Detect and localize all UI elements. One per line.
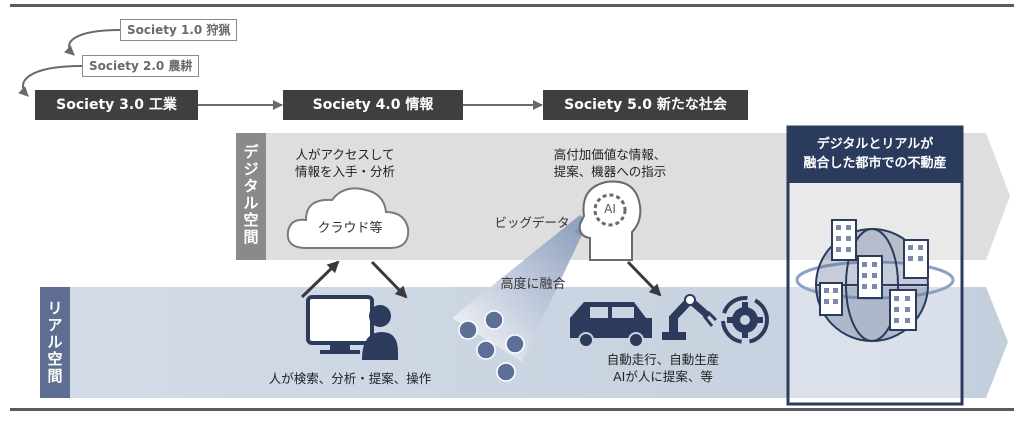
bottom-rule (10, 408, 1014, 411)
connector-1-to-2 (64, 29, 121, 56)
automation-line-1: 自動走行、自動生産 (606, 352, 720, 367)
society-3-box: Society 3.0 工業 (35, 90, 198, 120)
real-label-strip (40, 287, 70, 398)
access-text: 人がアクセスして 情報を入手・分析 (275, 146, 415, 180)
gear-cycle-icon (721, 296, 769, 344)
computer-user-icon (306, 295, 398, 360)
human-action-text: 人が検索、分析・提案、操作 (268, 371, 432, 386)
society-2-box: Society 2.0 農耕 (82, 55, 200, 77)
arrow-cloud-to-user (370, 260, 408, 299)
arrow-user-to-cloud (300, 260, 340, 299)
future-city-title-line-2: 融合した都市での不動産 (803, 156, 947, 171)
society-4-box: Society 4.0 情報 (283, 90, 463, 120)
fusion-label: 高度に融合 (500, 277, 566, 292)
cloud-label: クラウド等 (317, 221, 383, 236)
society-5-box: Society 5.0 新たな社会 (543, 90, 748, 120)
big-data-label: ビッグデータ (494, 215, 570, 230)
arrow-ai-to-machines (626, 260, 662, 297)
digital-label-strip (236, 133, 266, 260)
ai-output-line-2: 提案、機器への指示 (553, 164, 667, 179)
robot-arm-icon (662, 294, 718, 340)
future-city-title-line-1: デジタルとリアルが (816, 137, 934, 152)
future-city-panel (786, 125, 964, 406)
ai-output-text: 高付加価値な情報、 提案、機器への指示 (530, 146, 690, 180)
top-rule (10, 4, 1014, 7)
automation-text: 自動走行、自動生産 AIが人に提案、等 (588, 351, 738, 385)
globe-buildings-icon (795, 219, 955, 342)
society-1-box: Society 1.0 狩猟 (120, 19, 238, 41)
digital-space-label: デジタル空間 (243, 143, 259, 246)
connector-2-to-3 (18, 65, 83, 97)
ai-head-icon (578, 180, 642, 261)
data-dots (458, 310, 525, 382)
automation-line-2: AIが人に提案、等 (613, 369, 713, 384)
access-text-line-2: 情報を入手・分析 (294, 164, 395, 179)
cloud-icon (286, 187, 410, 249)
ai-output-line-1: 高付加価値な情報、 (553, 147, 667, 162)
access-text-line-1: 人がアクセスして (295, 147, 395, 162)
future-city-title: デジタルとリアルが 融合した都市での不動産 (788, 135, 962, 173)
ai-icon-label: AI (604, 202, 616, 216)
car-icon (570, 302, 652, 348)
real-space-label: リアル空間 (47, 299, 63, 385)
